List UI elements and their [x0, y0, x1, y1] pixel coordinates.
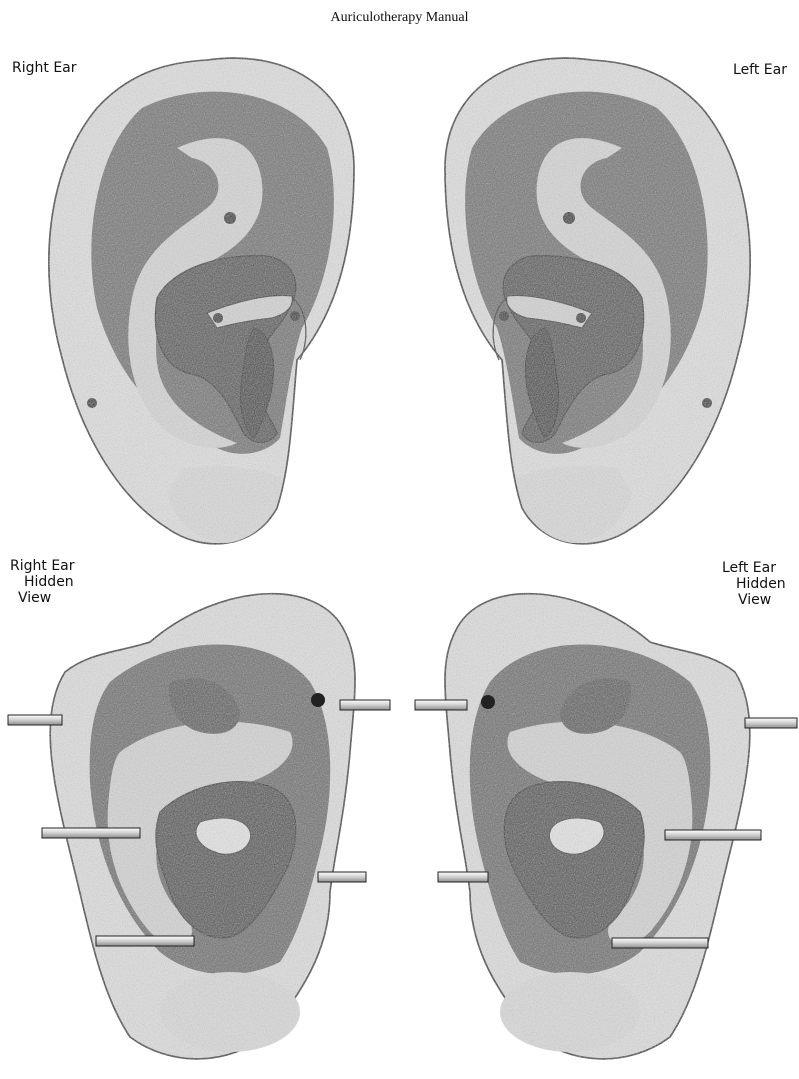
probe-peg — [8, 715, 62, 725]
point-marker — [481, 695, 495, 709]
right-ear-hidden-view — [50, 594, 355, 1059]
right-ear-front-view — [49, 58, 354, 544]
probe-peg — [42, 828, 140, 838]
probe-peg — [415, 700, 467, 710]
probe-peg — [612, 938, 708, 948]
probe-peg — [340, 700, 390, 710]
probe-peg — [665, 830, 761, 840]
probe-peg — [318, 872, 366, 882]
left-ear-front-view — [445, 58, 750, 544]
left-ear-hidden-view — [445, 594, 750, 1059]
point-marker — [311, 693, 325, 707]
probe-peg — [438, 872, 488, 882]
probe-peg — [96, 936, 194, 946]
probe-peg — [745, 718, 797, 728]
